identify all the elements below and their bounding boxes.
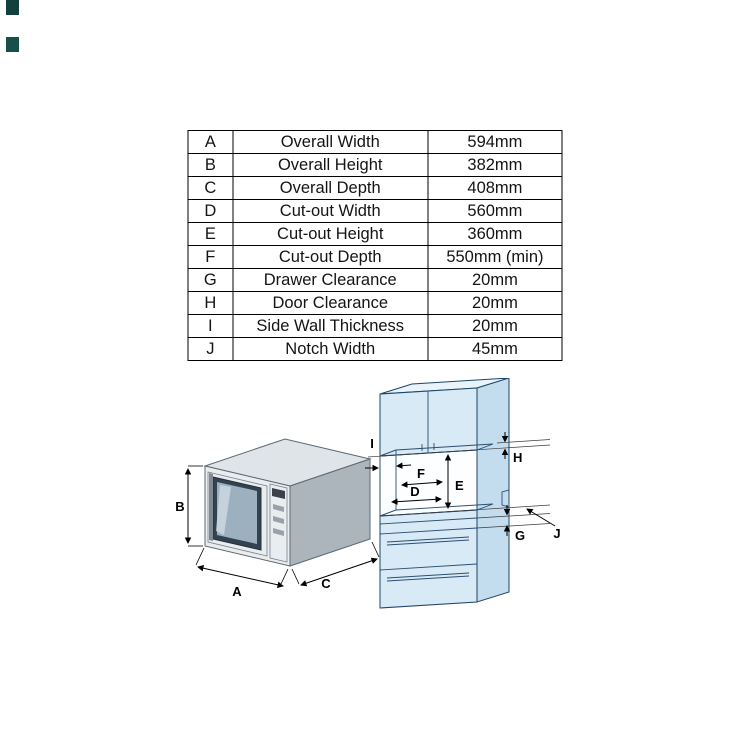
table-row: A Overall Width 594mm — [187, 130, 563, 154]
spec-key-cell: H — [187, 291, 234, 315]
spec-key-cell: B — [187, 153, 234, 177]
spec-key-cell: C — [187, 176, 234, 200]
dim-label-e: E — [455, 478, 464, 493]
spec-value-cell: 45mm — [427, 337, 563, 361]
spec-key-cell: E — [187, 222, 234, 246]
spec-value-cell: 594mm — [427, 130, 563, 154]
spec-key-cell: J — [187, 337, 234, 361]
dim-label-i: I — [370, 436, 374, 451]
drawer-handle-line — [386, 539, 470, 546]
spec-label-cell: Cut-out Width — [232, 199, 429, 223]
dim-j-arrow — [526, 508, 556, 527]
spec-key-cell: A — [187, 130, 234, 154]
spec-value-cell: 550mm (min) — [427, 245, 563, 269]
spec-value-cell: 20mm — [427, 314, 563, 338]
spec-key-cell: I — [187, 314, 234, 338]
table-row: I Side Wall Thickness 20mm — [187, 314, 563, 338]
guide-line-cutout-top — [367, 444, 551, 458]
microwave — [203, 438, 372, 567]
spec-label-cell: Cut-out Height — [232, 222, 429, 246]
spec-label-cell: Overall Height — [232, 153, 429, 177]
dimensions-table-body: A Overall Width 594mm B Overall Height 3… — [187, 130, 563, 361]
installation-diagram-svg: B A C F D E — [175, 377, 561, 609]
bench-edge-line — [379, 517, 478, 525]
spec-value-cell: 20mm — [427, 291, 563, 315]
spec-key-cell: F — [187, 245, 234, 269]
spec-label-cell: Door Clearance — [232, 291, 429, 315]
microwave-display — [272, 488, 285, 499]
drawer-top-line — [379, 527, 478, 535]
spec-label-cell: Overall Width — [232, 130, 429, 154]
spec-value-cell: 20mm — [427, 268, 563, 292]
dim-a-extension — [195, 547, 205, 566]
table-row: F Cut-out Depth 550mm (min) — [187, 245, 563, 269]
microwave-control-panel — [269, 483, 288, 563]
drawer-handle-line — [386, 572, 470, 579]
table-row: C Overall Depth 408mm — [187, 176, 563, 200]
dim-a-extension — [280, 568, 289, 585]
dim-f-arrow — [401, 479, 443, 488]
dimension-marks: B A C F D E — [175, 432, 561, 599]
table-row: J Notch Width 45mm — [187, 337, 563, 361]
dimensions-table: A Overall Width 594mm B Overall Height 3… — [187, 130, 563, 361]
spec-key-cell: G — [187, 268, 234, 292]
side-wall-notch — [501, 489, 510, 508]
table-row: H Door Clearance 20mm — [187, 291, 563, 315]
dim-label-a: A — [232, 584, 242, 599]
spec-label-cell: Drawer Clearance — [232, 268, 429, 292]
guide-lines — [367, 439, 551, 529]
microwave-door-handle — [209, 473, 213, 541]
dim-a-arrow — [197, 565, 284, 588]
page-edge-mark-top — [6, 0, 19, 15]
dim-label-c: C — [321, 576, 331, 591]
microwave-glass-highlight — [216, 485, 231, 535]
dim-d-arrow — [391, 496, 442, 505]
table-row: G Drawer Clearance 20mm — [187, 268, 563, 292]
table-row: E Cut-out Height 360mm — [187, 222, 563, 246]
table-row: D Cut-out Width 560mm — [187, 199, 563, 223]
table-row: B Overall Height 382mm — [187, 153, 563, 177]
guide-line-drawer-top — [476, 523, 551, 529]
dim-c-extension — [291, 568, 300, 585]
dim-label-g: G — [515, 528, 525, 543]
dim-c-arrow — [300, 557, 378, 587]
guide-line-cutout-bottom — [379, 504, 551, 517]
guide-line-bench — [476, 513, 551, 519]
spec-key-cell: D — [187, 199, 234, 223]
microwave-button — [273, 516, 284, 524]
microwave-door-frame — [207, 471, 268, 557]
spec-label-cell: Overall Depth — [232, 176, 429, 200]
dim-label-f: F — [417, 466, 425, 481]
cabinet — [379, 377, 510, 609]
dim-label-b: B — [175, 499, 184, 514]
cabinet-side-face — [476, 377, 510, 603]
microwave-button — [273, 504, 284, 512]
microwave-button — [273, 528, 284, 536]
spec-value-cell: 360mm — [427, 222, 563, 246]
drawer-handle-line — [386, 536, 470, 543]
dim-label-j: J — [553, 526, 560, 541]
drawer-handle-line — [386, 575, 470, 582]
dim-label-d: D — [410, 484, 419, 499]
spec-label-cell: Cut-out Depth — [232, 245, 429, 269]
spec-label-cell: Notch Width — [232, 337, 429, 361]
dim-i-arrow — [396, 462, 412, 469]
dim-label-h: H — [513, 450, 522, 465]
page-edge-mark-bottom — [6, 37, 19, 52]
spec-value-cell: 382mm — [427, 153, 563, 177]
spec-value-cell: 408mm — [427, 176, 563, 200]
installation-diagram: B A C F D E — [175, 377, 575, 628]
drawer-divider-line — [379, 563, 478, 571]
spec-label-cell: Side Wall Thickness — [232, 314, 429, 338]
spec-value-cell: 560mm — [427, 199, 563, 223]
dim-c-extension — [371, 541, 380, 558]
